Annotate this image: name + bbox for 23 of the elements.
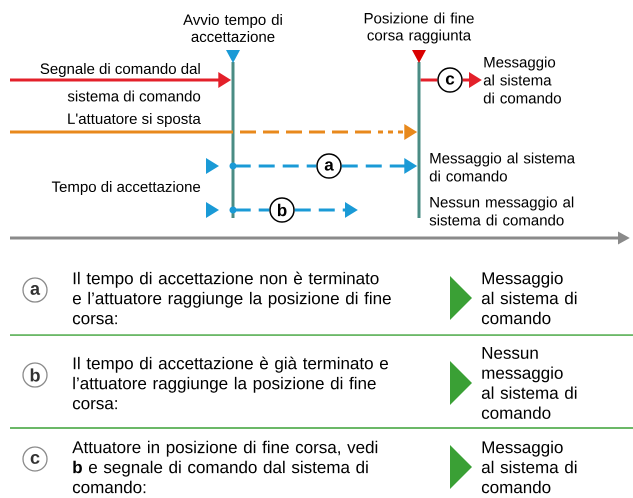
circled-letter: c bbox=[437, 67, 463, 93]
result-text: Messaggio al sistema di comando bbox=[482, 440, 576, 494]
marker-label: Avvio tempo di accettazione bbox=[183, 14, 282, 42]
motion-label: L'attuatore si sposta bbox=[68, 113, 201, 127]
circled-letter: a bbox=[316, 153, 342, 179]
outcome-label: Nessun messaggio al sistema di comando bbox=[430, 196, 574, 226]
time-label: Tempo di accettazione bbox=[52, 181, 200, 195]
description-text: Il tempo di accettazione non è terminato e l’attuatore raggiunge la posizione di fine corsa: bbox=[72, 272, 391, 324]
time-marker bbox=[412, 50, 426, 218]
description-text: Attuatore in posizione di fine corsa, vedi b e segnale di comando dal sistema di comando: bbox=[72, 440, 378, 494]
circled-letter: c bbox=[22, 446, 48, 472]
time-marker bbox=[226, 50, 240, 218]
circled-letter: a bbox=[22, 277, 48, 303]
message-text: Messaggio al sistema di comando bbox=[484, 56, 561, 104]
outcome-label: Messaggio al sistema di comando bbox=[430, 152, 576, 182]
result-text: Messaggio al sistema di comando bbox=[482, 272, 576, 324]
marker-label: Posizione di fine corsa raggiunta bbox=[364, 12, 474, 44]
circled-letter: b bbox=[269, 197, 295, 223]
signal-label: Segnale di comando dal bbox=[40, 63, 200, 77]
circled-letter: b bbox=[22, 362, 48, 388]
signal-label: sistema di comando bbox=[68, 90, 200, 102]
description-text: Il tempo di accettazione è già terminato e l’attuatore raggiunge la posizione di fine corsa: bbox=[72, 356, 388, 410]
result-text: Nessun messaggio al sistema di comando bbox=[482, 347, 576, 419]
